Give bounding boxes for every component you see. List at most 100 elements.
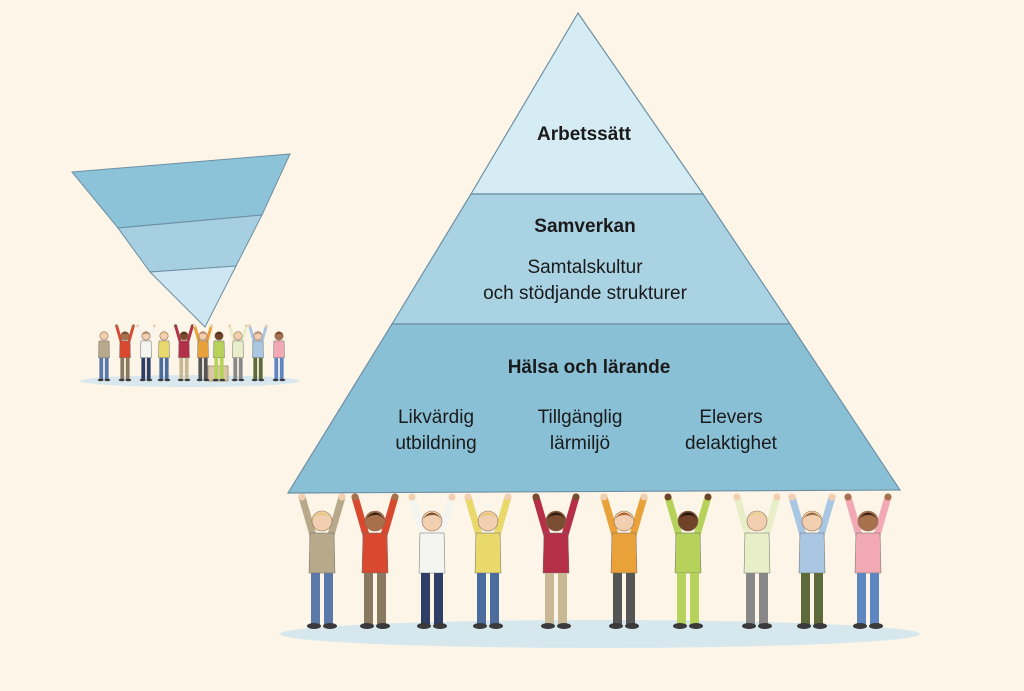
right-foot <box>433 623 447 629</box>
left-leg <box>141 357 146 380</box>
big-person-5 <box>532 493 580 629</box>
right-leg <box>238 357 243 380</box>
left-leg <box>477 573 486 625</box>
right-foot <box>813 623 827 629</box>
right-leg <box>203 357 208 380</box>
right-leg <box>626 573 635 625</box>
right-leg <box>146 357 151 380</box>
right-foot <box>557 623 571 629</box>
left-foot <box>177 378 184 382</box>
small-person-4 <box>157 331 171 382</box>
left-foot <box>673 623 687 629</box>
big-person-4 <box>464 493 512 629</box>
right-arm <box>693 493 712 539</box>
tier-middle-line-2: och stödjande strukturer <box>483 283 688 304</box>
right-hand <box>244 324 248 328</box>
left-arm <box>115 324 123 344</box>
big-person-9 <box>788 493 836 629</box>
small-person-3 <box>136 324 156 382</box>
right-hand <box>504 493 512 501</box>
right-hand <box>773 493 781 501</box>
left-hand <box>664 493 672 501</box>
right-arm <box>629 493 648 539</box>
small-person-7 <box>212 331 226 382</box>
torso <box>674 532 702 574</box>
left-leg <box>233 357 238 380</box>
left-leg <box>99 357 104 380</box>
right-hand <box>338 493 346 501</box>
people-group <box>298 493 892 629</box>
left-leg <box>198 357 203 380</box>
right-hand <box>264 324 268 328</box>
right-foot <box>376 623 390 629</box>
right-arm <box>240 324 248 344</box>
right-foot <box>104 378 111 382</box>
torso <box>158 340 170 359</box>
pillar-1-line-2: utbildning <box>395 433 476 454</box>
right-hand <box>131 324 135 328</box>
left-arm <box>351 493 370 539</box>
left-leg <box>677 573 686 625</box>
left-leg <box>545 573 554 625</box>
pillar-3-line-1: Elevers <box>699 407 762 428</box>
left-foot <box>473 623 487 629</box>
left-hand <box>788 493 796 501</box>
left-foot <box>307 623 321 629</box>
torso <box>542 532 570 574</box>
torso <box>213 340 225 359</box>
small-person-10 <box>272 331 286 382</box>
left-arm <box>298 493 317 539</box>
tier-bottom-title: Hälsa och lärande <box>508 357 671 378</box>
right-leg <box>258 357 263 380</box>
tier-middle-line-1: Samtalskultur <box>527 257 643 278</box>
left-hand <box>298 493 306 501</box>
left-foot <box>797 623 811 629</box>
left-arm <box>600 493 619 539</box>
hair <box>99 332 109 336</box>
big-person-10 <box>844 493 892 629</box>
right-leg <box>279 357 284 380</box>
torso <box>140 340 152 359</box>
hair <box>233 332 243 336</box>
left-hand <box>193 324 197 328</box>
right-leg <box>690 573 699 625</box>
small-people-group <box>97 324 286 382</box>
right-hand <box>209 324 213 328</box>
right-hand <box>152 324 156 328</box>
right-leg <box>125 357 130 380</box>
right-leg <box>377 573 386 625</box>
left-foot <box>118 378 125 382</box>
left-arm <box>733 493 752 539</box>
torso <box>418 532 446 574</box>
pyramid-bottom-tier <box>286 323 902 494</box>
left-foot <box>609 623 623 629</box>
right-hand <box>884 493 892 501</box>
torso <box>743 532 771 574</box>
left-hand <box>228 324 232 328</box>
right-arm <box>327 493 346 539</box>
right-leg <box>184 357 189 380</box>
pillar-3-line-2: delaktighet <box>685 433 778 454</box>
right-leg <box>814 573 823 625</box>
left-hand <box>844 493 852 501</box>
torso <box>474 532 502 574</box>
right-leg <box>490 573 499 625</box>
hair <box>802 512 822 520</box>
left-leg <box>179 357 184 380</box>
right-foot <box>689 623 703 629</box>
right-arm <box>561 493 580 539</box>
hair <box>365 512 385 520</box>
right-foot <box>125 378 132 382</box>
right-foot <box>219 378 226 382</box>
left-foot <box>360 623 374 629</box>
hair <box>858 512 878 520</box>
left-leg <box>801 573 810 625</box>
left-arm <box>532 493 551 539</box>
left-hand <box>351 493 359 501</box>
torso <box>854 532 882 574</box>
tier-top-title: Arbetssätt <box>537 124 632 145</box>
left-hand <box>464 493 472 501</box>
right-foot <box>238 378 245 382</box>
hair <box>678 512 698 520</box>
